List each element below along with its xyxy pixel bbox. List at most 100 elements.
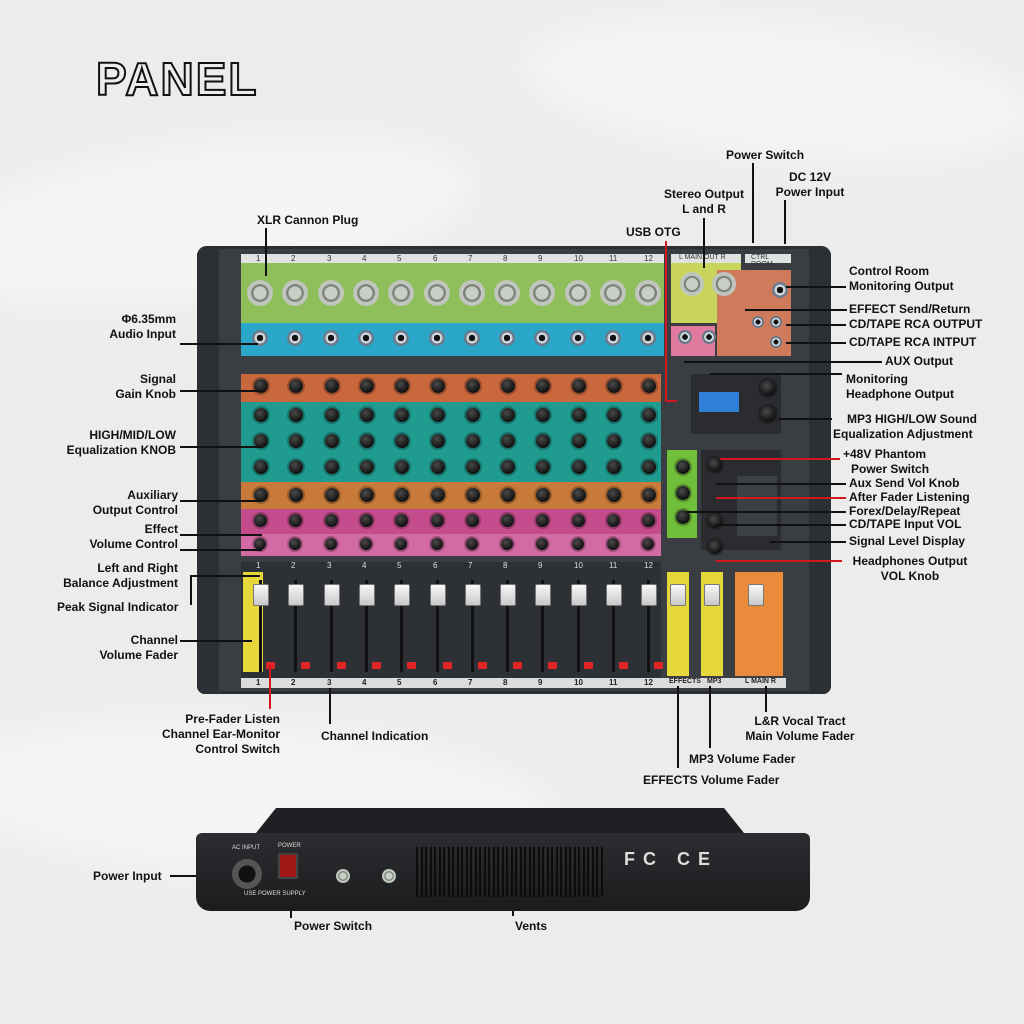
aux-knob[interactable]	[642, 488, 656, 502]
line-input-jack[interactable]	[534, 330, 550, 346]
eq-low-knob[interactable]	[289, 460, 303, 474]
fx-repeat-knob[interactable]	[676, 510, 690, 524]
eq-low-knob[interactable]	[360, 460, 374, 474]
pfl-button[interactable]	[301, 662, 310, 669]
line-input-jack[interactable]	[323, 330, 339, 346]
power-rocker-switch[interactable]	[278, 853, 298, 879]
aux-send-vol-knob[interactable]	[708, 458, 722, 472]
pan-knob[interactable]	[325, 538, 337, 550]
main-out-xlr-right[interactable]	[712, 272, 736, 296]
eq-low-knob[interactable]	[395, 460, 409, 474]
eq-low-knob[interactable]	[642, 460, 656, 474]
aux-knob[interactable]	[607, 488, 621, 502]
pfl-button[interactable]	[584, 662, 593, 669]
aux-out-jack[interactable]	[678, 330, 692, 344]
pan-knob[interactable]	[607, 538, 619, 550]
line-input-jack[interactable]	[287, 330, 303, 346]
pfl-button[interactable]	[372, 662, 381, 669]
line-input-jack[interactable]	[252, 330, 268, 346]
main-fader[interactable]	[748, 584, 764, 606]
eq-low-knob[interactable]	[431, 460, 445, 474]
eq-mid-knob[interactable]	[572, 434, 586, 448]
fx-knob[interactable]	[572, 514, 585, 527]
xlr-input-jack[interactable]	[600, 280, 626, 306]
pfl-button[interactable]	[337, 662, 346, 669]
pfl-button[interactable]	[548, 662, 557, 669]
eq-mid-knob[interactable]	[289, 434, 303, 448]
fx-knob[interactable]	[395, 514, 408, 527]
eq-mid-knob[interactable]	[536, 434, 550, 448]
main-out-xlr-left[interactable]	[680, 272, 704, 296]
pan-knob[interactable]	[254, 538, 266, 550]
gain-knob[interactable]	[642, 379, 656, 393]
line-input-jack[interactable]	[429, 330, 445, 346]
eq-high-knob[interactable]	[642, 408, 656, 422]
eq-low-knob[interactable]	[536, 460, 550, 474]
fx-knob[interactable]	[431, 514, 444, 527]
mp3-high-knob[interactable]	[760, 380, 776, 396]
line-input-jack[interactable]	[464, 330, 480, 346]
channel-fader[interactable]	[606, 584, 622, 606]
line-input-jack[interactable]	[570, 330, 586, 346]
channel-fader[interactable]	[359, 584, 375, 606]
eq-low-knob[interactable]	[325, 460, 339, 474]
fx-knob[interactable]	[536, 514, 549, 527]
xlr-input-jack[interactable]	[565, 280, 591, 306]
fx-program-knob[interactable]	[676, 460, 690, 474]
pan-knob[interactable]	[289, 538, 301, 550]
headphone-jack[interactable]	[702, 330, 716, 344]
eq-mid-knob[interactable]	[642, 434, 656, 448]
fx-knob[interactable]	[501, 514, 514, 527]
channel-fader[interactable]	[394, 584, 410, 606]
channel-fader[interactable]	[535, 584, 551, 606]
headphones-vol-knob[interactable]	[708, 540, 722, 554]
effect-send-jack[interactable]	[752, 316, 764, 328]
xlr-input-jack[interactable]	[494, 280, 520, 306]
gain-knob[interactable]	[572, 379, 586, 393]
fx-knob[interactable]	[325, 514, 338, 527]
xlr-input-jack[interactable]	[353, 280, 379, 306]
channel-fader[interactable]	[500, 584, 516, 606]
aux-knob[interactable]	[431, 488, 445, 502]
eq-high-knob[interactable]	[466, 408, 480, 422]
xlr-input-jack[interactable]	[282, 280, 308, 306]
channel-fader[interactable]	[465, 584, 481, 606]
fx-knob[interactable]	[642, 514, 655, 527]
pan-knob[interactable]	[360, 538, 372, 550]
eq-low-knob[interactable]	[607, 460, 621, 474]
gain-knob[interactable]	[501, 379, 515, 393]
line-input-jack[interactable]	[499, 330, 515, 346]
pfl-button[interactable]	[654, 662, 663, 669]
eq-high-knob[interactable]	[572, 408, 586, 422]
aux-knob[interactable]	[289, 488, 303, 502]
eq-low-knob[interactable]	[501, 460, 515, 474]
line-input-jack[interactable]	[393, 330, 409, 346]
gain-knob[interactable]	[254, 379, 268, 393]
pan-knob[interactable]	[466, 538, 478, 550]
line-input-jack[interactable]	[605, 330, 621, 346]
gain-knob[interactable]	[395, 379, 409, 393]
gain-knob[interactable]	[289, 379, 303, 393]
ctrl-room-jack[interactable]	[772, 282, 788, 298]
eq-mid-knob[interactable]	[431, 434, 445, 448]
eq-high-knob[interactable]	[501, 408, 515, 422]
xlr-input-jack[interactable]	[635, 280, 661, 306]
mp3-low-knob[interactable]	[760, 406, 776, 422]
aux-knob[interactable]	[572, 488, 586, 502]
channel-fader[interactable]	[571, 584, 587, 606]
effects-fader[interactable]	[670, 584, 686, 606]
pfl-button[interactable]	[513, 662, 522, 669]
pfl-button[interactable]	[443, 662, 452, 669]
gain-knob[interactable]	[431, 379, 445, 393]
pan-knob[interactable]	[501, 538, 513, 550]
xlr-input-jack[interactable]	[388, 280, 414, 306]
line-input-jack[interactable]	[640, 330, 656, 346]
eq-mid-knob[interactable]	[325, 434, 339, 448]
aux-knob[interactable]	[536, 488, 550, 502]
eq-mid-knob[interactable]	[360, 434, 374, 448]
eq-high-knob[interactable]	[325, 408, 339, 422]
eq-high-knob[interactable]	[536, 408, 550, 422]
pan-knob[interactable]	[395, 538, 407, 550]
xlr-input-jack[interactable]	[529, 280, 555, 306]
gain-knob[interactable]	[325, 379, 339, 393]
